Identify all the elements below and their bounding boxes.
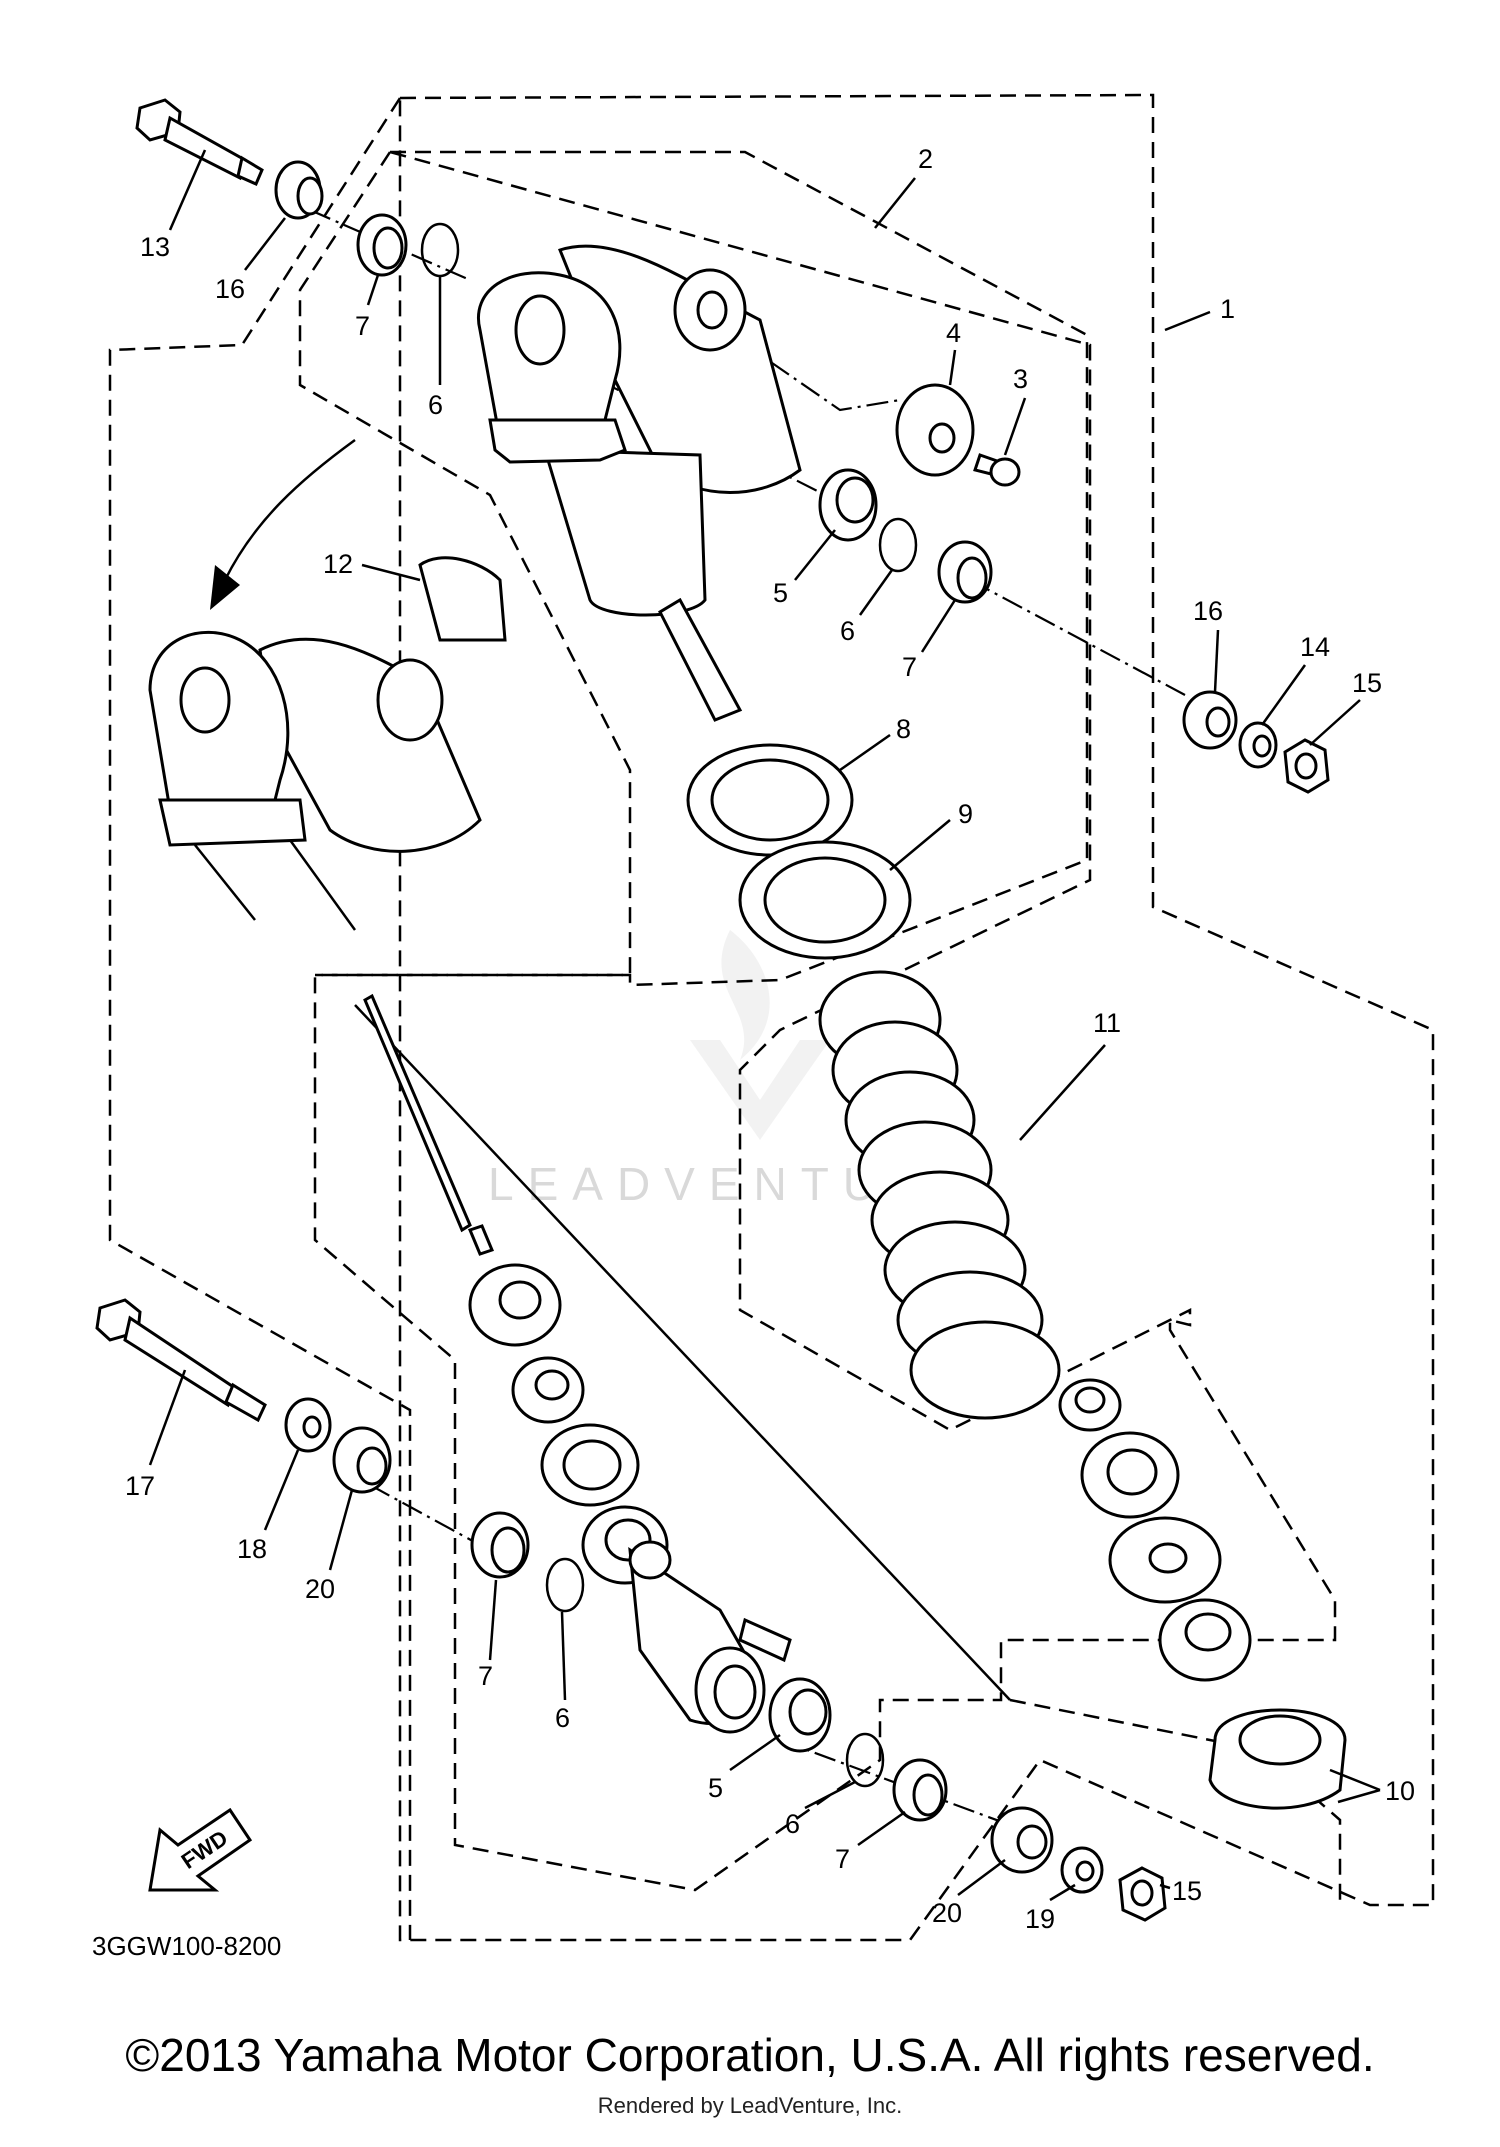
callout-9: 9	[958, 799, 973, 829]
callout-4: 4	[946, 318, 961, 348]
callout-6-lower-left: 6	[555, 1703, 570, 1733]
washer-19	[1060, 1846, 1104, 1894]
callout-19: 19	[1025, 1904, 1055, 1934]
adjuster-4	[895, 383, 975, 477]
bearing-7-lower-right	[892, 1758, 948, 1822]
copyright-notice: ©2013 Yamaha Motor Corporation, U.S.A. A…	[125, 2029, 1375, 2081]
collar-16-top	[274, 160, 324, 220]
callout-2: 2	[918, 144, 933, 174]
bearing-7-lower-left	[470, 1511, 530, 1579]
callout-14: 14	[1300, 632, 1330, 662]
spring-seat-stack	[1058, 1378, 1252, 1682]
damper-rod	[363, 993, 495, 1256]
collar-16-right	[1182, 690, 1238, 750]
bolt-13	[135, 98, 264, 186]
callout-labels: 1 2 3 4 5 6 7 6 7 8 9 10 11 12 13 14 15 …	[125, 144, 1415, 1934]
callout-3: 3	[1013, 364, 1028, 394]
callout-15-lower: 15	[1172, 1876, 1202, 1906]
rotation-arrow	[223, 438, 356, 581]
callout-20-right: 20	[932, 1898, 962, 1928]
circlip-6-top	[420, 222, 460, 278]
nut-15-top	[1283, 738, 1330, 794]
bush-5-top	[818, 468, 878, 542]
lower-clevis	[628, 1540, 792, 1734]
callout-7-lower-right: 7	[835, 1844, 850, 1874]
nut-15-lower	[1118, 1866, 1167, 1922]
ring-nut-8	[686, 743, 854, 857]
group-outline-2	[313, 150, 1337, 1892]
callout-10: 10	[1385, 1776, 1415, 1806]
callout-13: 13	[140, 232, 170, 262]
forward-arrow-icon: FWD	[148, 1807, 253, 1892]
callout-12: 12	[323, 549, 353, 579]
bolt-17	[95, 1298, 267, 1423]
collar-20-right	[990, 1806, 1054, 1874]
circlip-6-lower-right	[845, 1732, 885, 1788]
group-outline-4	[108, 97, 412, 1940]
rotation-arrow-head	[210, 565, 240, 610]
washer-14	[1238, 721, 1278, 769]
shock-absorber-body	[477, 244, 802, 722]
callout-1: 1	[1220, 294, 1235, 324]
callout-7-top: 7	[355, 311, 370, 341]
group-outline-1	[398, 93, 1435, 1942]
callout-5-lower: 5	[708, 1773, 723, 1803]
callout-16-right: 16	[1193, 596, 1223, 626]
collar-20-left	[332, 1426, 392, 1494]
callout-20-left: 20	[305, 1574, 335, 1604]
callout-17: 17	[125, 1471, 155, 1501]
circlip-6-right	[878, 517, 918, 573]
damper-valve-stack	[468, 1263, 669, 1585]
bearing-7-top	[356, 213, 408, 277]
group-outline-3	[298, 151, 632, 977]
washer-18	[284, 1397, 332, 1453]
callout-8: 8	[896, 714, 911, 744]
callout-5-top: 5	[773, 578, 788, 608]
watermark-logo	[690, 930, 830, 1140]
spring-stopper-10	[1208, 1708, 1347, 1810]
circlip-6-lower-left	[545, 1557, 585, 1613]
callout-7-lower-left: 7	[478, 1661, 493, 1691]
bearing-7-right	[937, 540, 993, 604]
stopper-10-leaders	[1329, 1768, 1381, 1804]
callout-15-top: 15	[1352, 668, 1382, 698]
callout-7-right: 7	[902, 652, 917, 682]
callout-6-right: 6	[840, 616, 855, 646]
callout-6-top: 6	[428, 390, 443, 420]
spring-11	[818, 970, 1061, 1420]
alternate-body-view-12	[148, 556, 507, 931]
callout-6-lower-right: 6	[785, 1809, 800, 1839]
callout-16-top: 16	[215, 274, 245, 304]
callout-11: 11	[1093, 1008, 1121, 1038]
screw-3	[973, 453, 1021, 487]
diagram-code: 3GGW100-8200	[92, 1931, 281, 1961]
callout-18: 18	[237, 1534, 267, 1564]
rendered-by-notice: Rendered by LeadVenture, Inc.	[597, 2093, 903, 2118]
bush-5-lower	[768, 1677, 832, 1753]
ring-nut-9	[738, 840, 912, 960]
